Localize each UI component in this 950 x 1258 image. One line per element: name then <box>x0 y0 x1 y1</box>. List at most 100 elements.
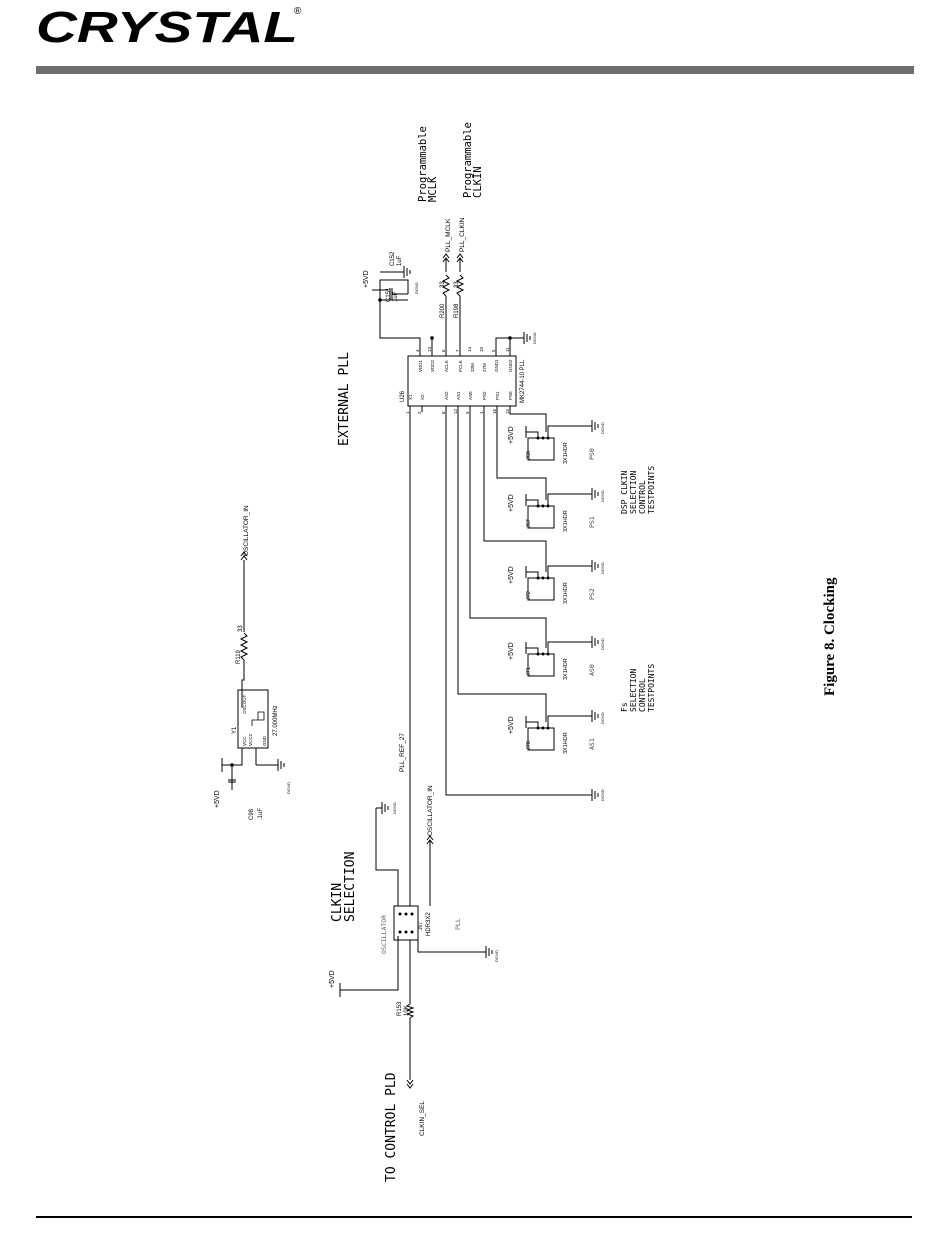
header-label: PS1 <box>588 516 596 528</box>
pll-pin-name: 27M <box>482 363 487 372</box>
r200-val: 33 <box>440 281 446 288</box>
header-body <box>527 577 555 601</box>
label-dsp-3: CONTROL <box>638 480 647 514</box>
label-fs-2: SELECTION <box>629 668 638 712</box>
header-vdd-wire <box>526 499 539 506</box>
pll-pin-name: GND2 <box>508 359 513 372</box>
pll-pin-number: 8 <box>441 411 446 414</box>
header-vdd-wire <box>526 571 539 578</box>
gnd-label-c152: DGND <box>414 282 419 294</box>
label-prog-clkin-2: CLKIN <box>472 166 484 198</box>
r200-ref: R200 <box>440 303 446 318</box>
jumper-body <box>393 905 419 941</box>
header-body <box>527 727 555 751</box>
vdd-label-pll: +5VD <box>363 270 370 288</box>
pll-pin-number: 6 <box>441 349 446 352</box>
jumper-clkin-select[interactable]: J67 HDR3X2 OSCILLATOR PLL <box>380 905 462 954</box>
label-dsp-2: SELECTION <box>629 470 638 514</box>
header-gnd-wire <box>547 565 592 578</box>
c152-ref: C152 <box>390 251 396 266</box>
vdd-label: +5VD <box>508 426 515 444</box>
label-prog-mclk-1: Programmable <box>417 126 429 202</box>
gnd-label-pll: DGND <box>532 332 537 344</box>
label-clkin-2: SELECTION <box>343 852 358 922</box>
header-pin <box>541 726 545 730</box>
pll-pin-number: 1 <box>405 411 410 414</box>
vdd-label-osc: +5VD <box>214 790 221 808</box>
header-label: AS1 <box>588 738 596 750</box>
gnd-label-jumper-top: DGND <box>392 802 397 814</box>
pll-chip-u26: U26 MK2744-10 PLL X11X22AS28AS112AS09PS2… <box>400 346 526 414</box>
registered-mark: ® <box>294 6 302 17</box>
resistor-r198 <box>455 274 465 297</box>
connector-pll-mclk <box>442 253 450 263</box>
jumper-opt-pll: PLL <box>454 918 462 930</box>
power-symbols <box>221 289 388 997</box>
gnd-sym-osc <box>256 759 285 771</box>
r119-ref: R119 <box>236 649 242 664</box>
label-prog-clkin-1: Programmable <box>462 122 474 198</box>
c151-ref: C151 <box>386 287 392 302</box>
r153-ref: R153 <box>397 1001 403 1016</box>
pll-body <box>407 355 517 407</box>
pll-pin-name: VDD2 <box>430 359 435 372</box>
offpage-connectors <box>240 253 464 1089</box>
header-ref: J70 <box>526 741 532 750</box>
connector-clkin-sel <box>406 1079 414 1089</box>
r198-val: 33 <box>454 281 460 288</box>
c98-ref: C98 <box>249 808 255 820</box>
header-label: AS0 <box>588 664 596 676</box>
gnd-label: DGND <box>600 562 605 574</box>
y1-pin-vcc: VCC <box>242 736 247 746</box>
jumper-type: HDR3X2 <box>426 912 432 936</box>
connector-pll-clkin <box>456 253 464 263</box>
gnd-label-osc: DGND <box>286 782 291 794</box>
pll-pin-number: 11 <box>505 347 510 352</box>
y1-pin-vcc2: VCC2 <box>248 733 253 746</box>
gnd-label-jumper-right: DGND <box>494 950 499 962</box>
r153-val: 10K <box>404 1005 410 1016</box>
header-pin <box>541 504 545 508</box>
y1-freq: 27.000MHz <box>273 705 279 736</box>
pll-pin-number: 2 <box>417 411 422 414</box>
net-pll-mclk: PLL_MCLK <box>445 218 452 252</box>
net-osc-in-top: OSCILLATOR_IN <box>243 505 250 556</box>
y1-ref: Y1 <box>232 726 238 734</box>
header-vdd-wire <box>526 431 539 438</box>
resistors <box>239 274 465 1019</box>
gnd-sym-c152 <box>403 266 411 278</box>
vdd-label: +5VD <box>508 494 515 512</box>
pll-pin-number: 13 <box>427 346 432 352</box>
pll-pin-number: 15 <box>505 408 510 414</box>
pll-pin-name: X1 <box>408 394 413 400</box>
header-ref: J68 <box>526 451 532 460</box>
gnd-sym-jumper-right <box>485 946 493 958</box>
pll-pin-name: ACLK <box>444 360 449 372</box>
header-ref: J67 <box>526 519 532 528</box>
vdd-label: +5VD <box>508 716 515 734</box>
y1-pin-out: OSCOUT <box>242 694 247 714</box>
resistor-r200 <box>441 274 451 297</box>
footer-rule <box>36 1216 912 1218</box>
pll-pin-number: 9 <box>465 411 470 414</box>
label-dsp-1: DSP CLKIN <box>620 470 629 514</box>
pll-pin-number: 14 <box>467 346 472 352</box>
label-dsp-4: TESTPOINTS <box>647 466 656 514</box>
pll-pin-number: 5 <box>491 349 496 352</box>
pll-pin-name: GND1 <box>494 359 499 372</box>
pll-pin-number: 1 <box>479 411 484 414</box>
pll-pin-name: PCLK <box>458 360 463 372</box>
net-osc-in-jumper: OSCILLATOR_IN <box>427 785 434 836</box>
vdd-label: +5VD <box>508 642 515 660</box>
resistor-r119 <box>239 632 249 661</box>
gnd-label: DGND <box>600 422 605 434</box>
header-pin <box>541 436 545 440</box>
connector-osc-in-jumper <box>426 835 434 845</box>
r198-ref: R198 <box>454 303 460 318</box>
